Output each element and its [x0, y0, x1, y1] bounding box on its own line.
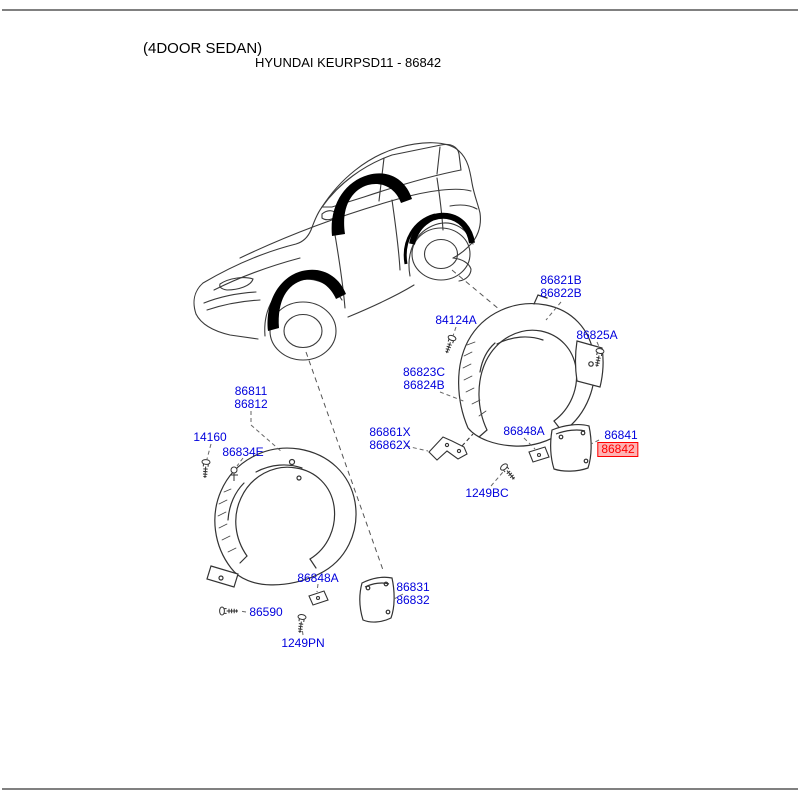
rear-wheel — [411, 227, 471, 281]
part-label-86811[interactable]: 86811 — [234, 384, 268, 398]
page-frame-lines — [2, 9, 798, 790]
part-label-86823c[interactable]: 86823C — [402, 365, 446, 379]
front-wheel — [269, 301, 337, 361]
rear-mud-guard-part — [550, 424, 592, 472]
part-label-86590[interactable]: 86590 — [249, 605, 283, 619]
front-mud-guard-part — [359, 576, 395, 623]
bracket-86848a-rear — [528, 446, 550, 463]
clip-84124a — [442, 333, 458, 355]
bracket-86848a-front — [308, 590, 329, 606]
screw-1249pn — [295, 613, 307, 634]
part-label-86821b[interactable]: 86821B — [540, 273, 582, 287]
part-label-86822b[interactable]: 86822B — [540, 286, 582, 300]
part-label-86848a-rear[interactable]: 86848A — [503, 424, 545, 438]
part-label-86848a-front[interactable]: 86848A — [297, 571, 339, 585]
part-label-86842-selected[interactable]: 86842 — [597, 442, 639, 457]
part-label-1249bc[interactable]: 1249BC — [465, 486, 509, 500]
part-label-14160[interactable]: 14160 — [193, 430, 227, 444]
part-label-86841[interactable]: 86841 — [604, 428, 638, 442]
screw-14160 — [200, 458, 211, 479]
body-type-heading: (4DOOR SEDAN) — [143, 40, 263, 57]
leader-lines — [206, 301, 601, 636]
part-label-86831[interactable]: 86831 — [396, 580, 430, 594]
part-label-86812[interactable]: 86812 — [234, 397, 268, 411]
part-label-86834e[interactable]: 86834E — [222, 445, 264, 459]
part-label-84124a[interactable]: 84124A — [435, 313, 477, 327]
screw-1249bc — [498, 462, 518, 483]
part-label-86824b[interactable]: 86824B — [403, 378, 445, 392]
wheel-liner-highlights — [267, 173, 475, 331]
part-label-86832[interactable]: 86832 — [396, 593, 430, 607]
part-label-86861x[interactable]: 86861X — [369, 425, 411, 439]
part-label-86825a[interactable]: 86825A — [576, 328, 618, 342]
bolt-86590 — [219, 606, 239, 616]
part-label-1249pn[interactable]: 1249PN — [281, 636, 325, 650]
rear-wheel-guard-part — [458, 294, 604, 447]
bracket-86861x-part — [428, 433, 474, 461]
front-wheel-guard-part — [206, 447, 357, 588]
car-illustration — [193, 142, 481, 361]
clip-86834e — [230, 466, 238, 481]
headlamp — [219, 277, 254, 291]
catalog-title: HYUNDAI KEURPSD11 - 86842 — [255, 55, 442, 70]
part-label-86862x[interactable]: 86862X — [369, 438, 411, 452]
